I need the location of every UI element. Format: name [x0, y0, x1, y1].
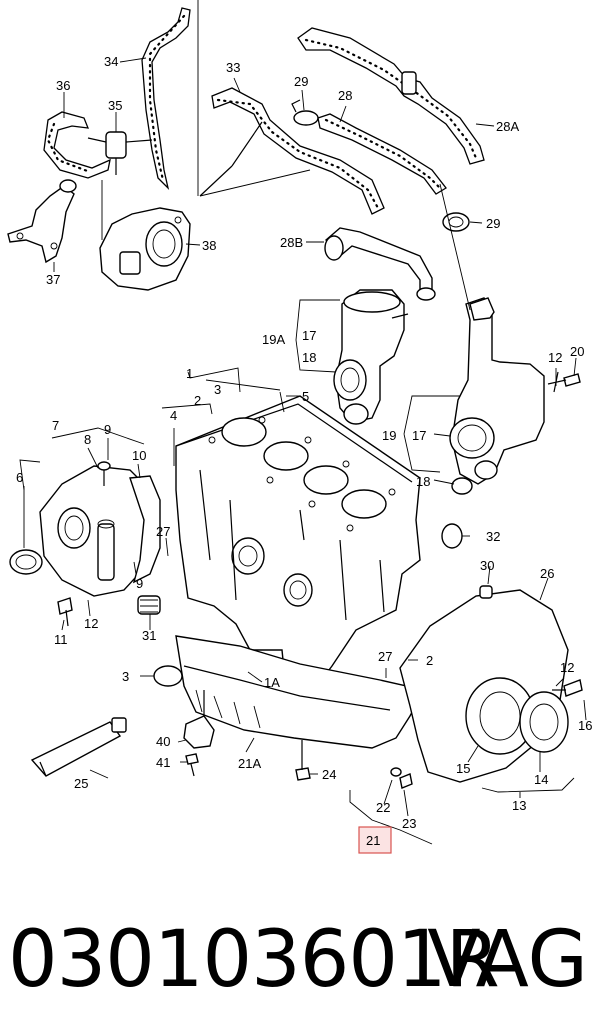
callout-17-top: 17: [302, 328, 316, 343]
callout-25: 25: [74, 776, 88, 791]
callout-5: 5: [302, 389, 309, 404]
bolt-24: [295, 740, 311, 781]
callout-41: 41: [156, 755, 170, 770]
callout-labels: 34 36 35 33 29 28 28A 29 28B 38 37 19A 1…: [16, 54, 592, 848]
callout-21A: 21A: [238, 756, 261, 771]
callout-27-left: 27: [156, 524, 170, 539]
engine-block: [175, 395, 421, 701]
callout-9-bottom: 9: [136, 576, 143, 591]
callout-24: 24: [322, 767, 336, 782]
gasket-10: [129, 475, 161, 584]
callout-19A: 19A: [262, 332, 285, 347]
exploded-parts-diagram: 34 36 35 33 29 28 28A 29 28B 38 37 19A 1…: [7, 0, 592, 854]
callout-4: 4: [170, 408, 177, 423]
callout-1A: 1A: [264, 675, 280, 690]
callout-12-bottom: 12: [560, 660, 574, 675]
callout-11: 11: [54, 632, 68, 647]
callout-18-top: 18: [302, 350, 316, 365]
pin-30: [479, 585, 493, 599]
oil-filler-housing-19: [449, 297, 545, 495]
hose-28: [317, 113, 447, 195]
hose-33: [199, 87, 385, 215]
hose-36: [43, 111, 111, 179]
callout-23: 23: [402, 816, 416, 831]
callout-6: 6: [16, 470, 23, 485]
callout-28A: 28A: [496, 119, 519, 134]
callout-31: 31: [142, 628, 156, 643]
bolt-20: [547, 371, 581, 393]
callout-38: 38: [202, 238, 216, 253]
callout-28: 28: [338, 88, 352, 103]
seal-flange-26: [399, 589, 583, 783]
callout-8: 8: [84, 432, 91, 447]
callout-34: 34: [104, 54, 118, 69]
callout-30: 30: [480, 558, 494, 573]
sealing-tube-25: [30, 717, 127, 777]
callout-40: 40: [156, 734, 170, 749]
drain-plug-23: [390, 767, 413, 789]
callout-2-top: 2: [194, 393, 201, 408]
callout-18-right: 18: [416, 474, 430, 489]
callout-17-right: 17: [412, 428, 426, 443]
callout-37: 37: [46, 272, 60, 287]
bracket-37: [7, 179, 77, 264]
callout-35: 35: [108, 98, 122, 113]
callout-36: 36: [56, 78, 70, 93]
cap-32: [441, 523, 463, 549]
callout-3-top: 3: [214, 382, 221, 397]
oil-pan-21A: [175, 635, 426, 749]
callout-22: 22: [376, 800, 390, 815]
callout-28B: 28B: [280, 235, 303, 250]
hose-28A: [297, 27, 485, 165]
clamp-29-top: [291, 99, 319, 126]
callout-12-right: 12: [548, 350, 562, 365]
spring-31: [137, 595, 161, 615]
bolt-11: [57, 597, 73, 627]
callout-7: 7: [52, 418, 59, 433]
callout-26: 26: [540, 566, 554, 581]
callout-21-highlight: [358, 826, 392, 854]
callout-16: 16: [578, 718, 592, 733]
callout-27-right: 27: [378, 649, 392, 664]
brand-name: VAG: [427, 915, 588, 1005]
valve-housing-38: [99, 207, 191, 291]
callout-15: 15: [456, 761, 470, 776]
part-footer: 030103601R VAG: [0, 905, 600, 1015]
oil-pump-housing-7: [39, 461, 155, 597]
hose-34: [141, 7, 191, 191]
callout-14: 14: [534, 772, 548, 787]
callout-19: 19: [382, 428, 396, 443]
seal-ring-3: [153, 665, 183, 687]
callout-9-top: 9: [104, 422, 111, 437]
callout-21: 21: [366, 833, 380, 848]
seal-6: [9, 549, 43, 575]
valve-35: [87, 131, 153, 175]
oil-separator-19A: [333, 289, 409, 425]
callout-3-bottom: 3: [122, 669, 129, 684]
callout-13: 13: [512, 798, 526, 813]
pipe-28B: [324, 227, 436, 301]
callout-2-bottom: 2: [426, 653, 433, 668]
leader-lines: [19, 0, 587, 845]
callout-20: 20: [570, 344, 584, 359]
callout-29-right: 29: [486, 216, 500, 231]
part-number: 030103601R: [8, 915, 500, 1005]
callout-29-top: 29: [294, 74, 308, 89]
callout-10: 10: [132, 448, 146, 463]
callout-12-left: 12: [84, 616, 98, 631]
oil-level-sensor-40: [183, 690, 215, 777]
clamp-29-right: [442, 212, 470, 232]
callout-32: 32: [486, 529, 500, 544]
callout-33: 33: [226, 60, 240, 75]
callout-1: 1: [186, 366, 193, 381]
